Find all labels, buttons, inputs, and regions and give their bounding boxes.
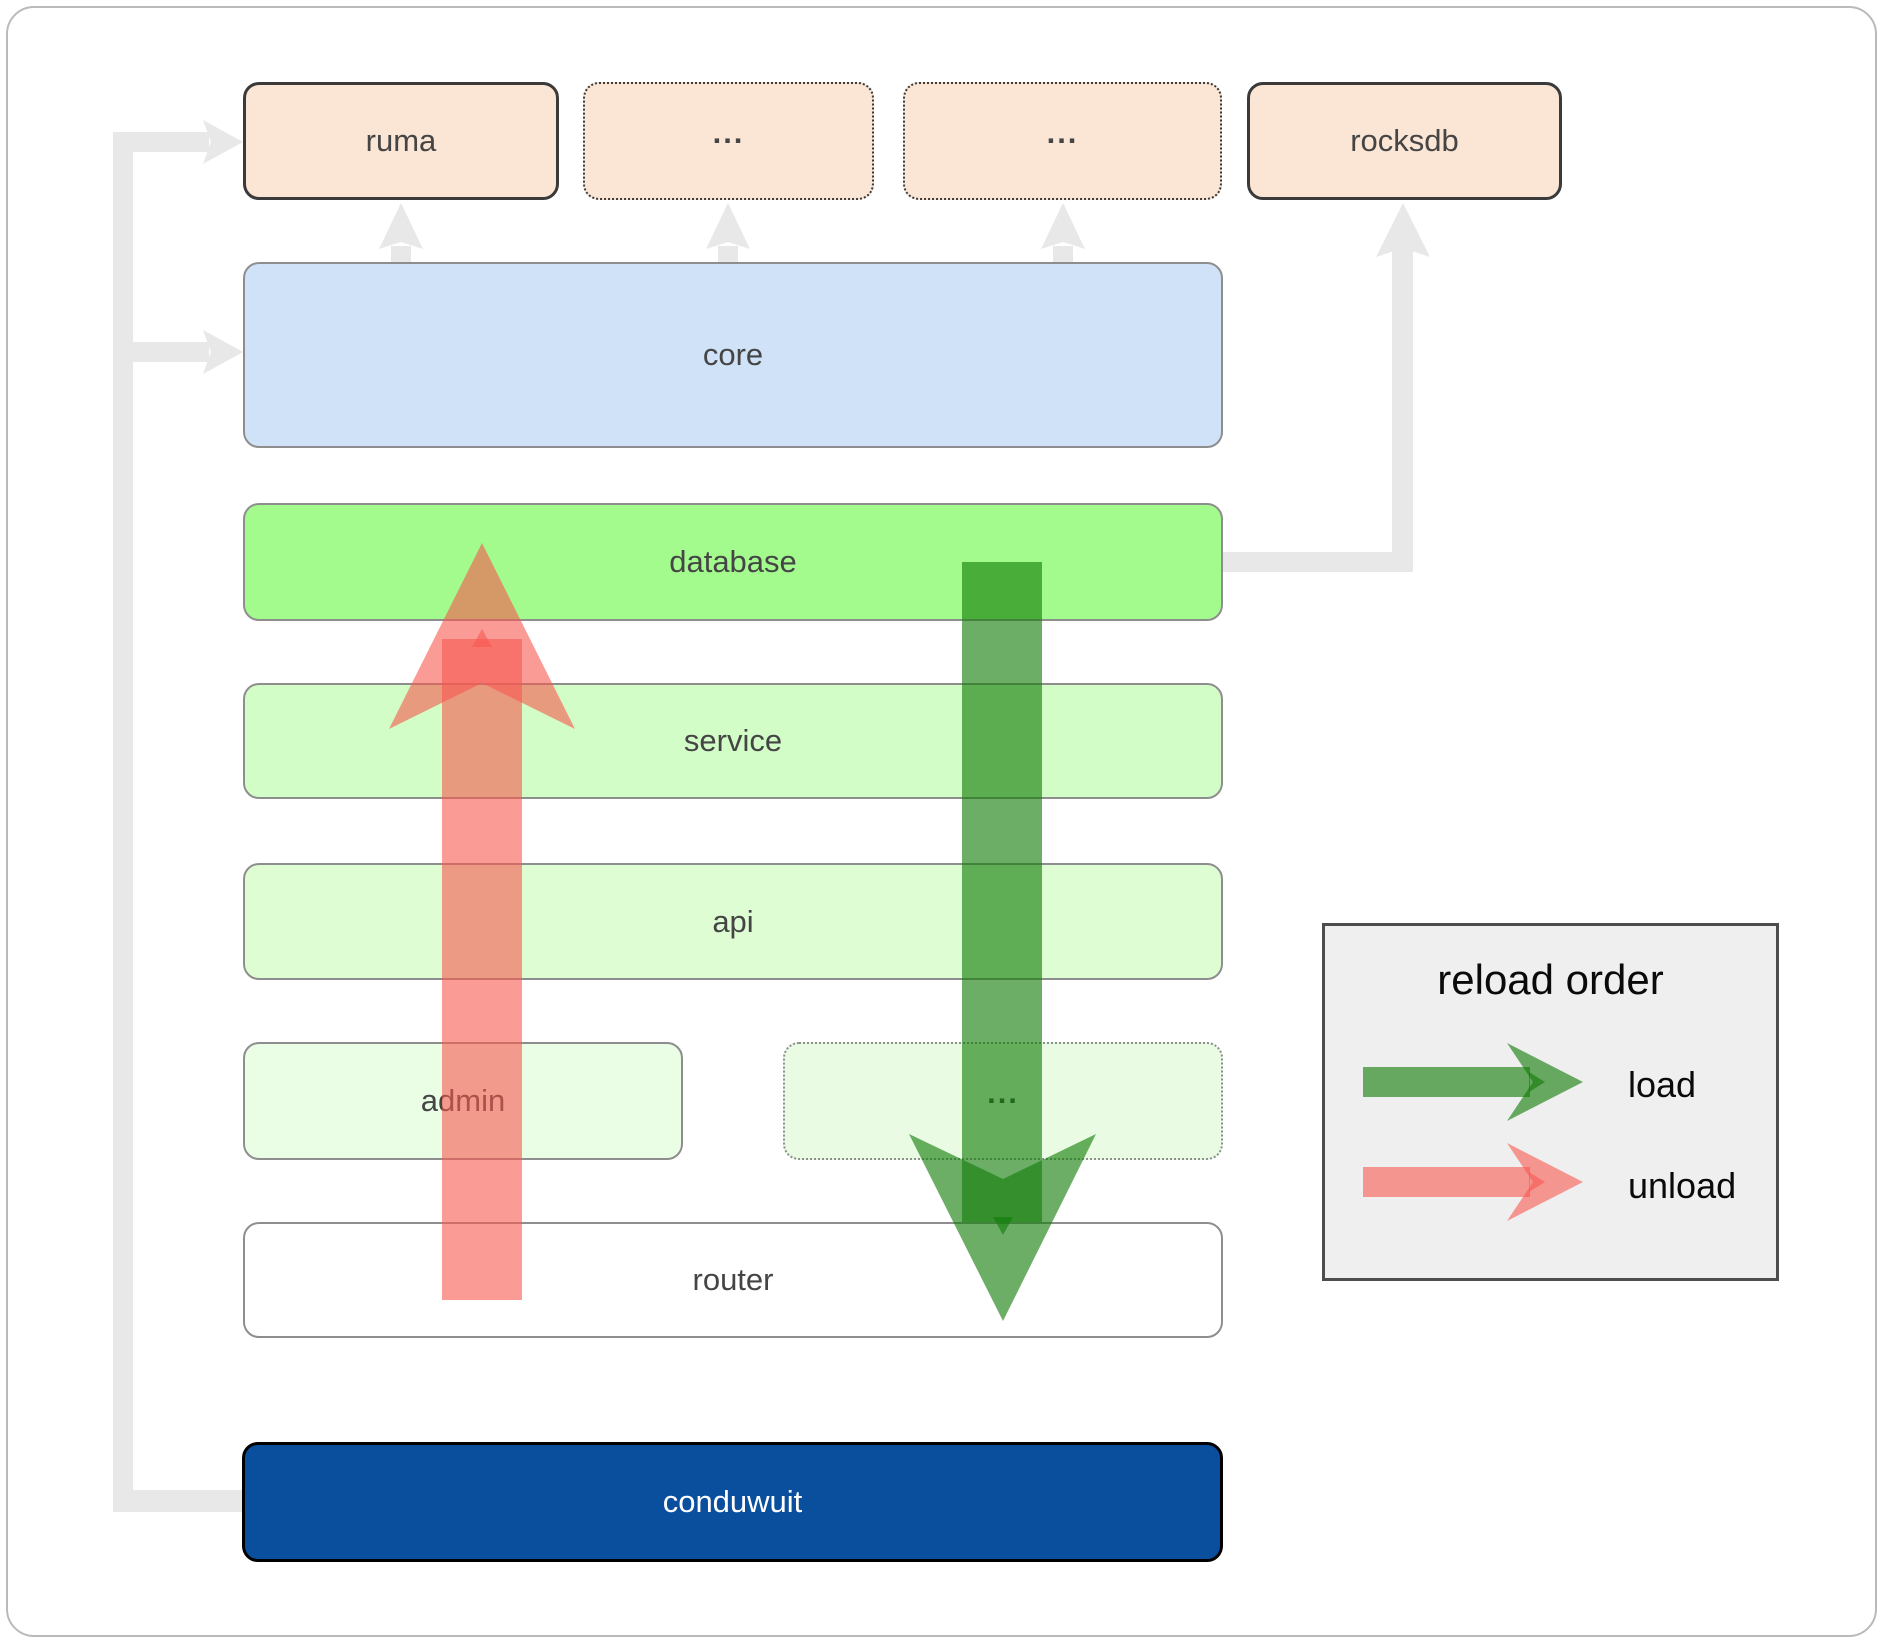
legend-load-label: load: [1628, 1064, 1697, 1105]
box-ellipsis-admin-row: ...: [783, 1042, 1223, 1160]
box-conduwuit: conduwuit: [242, 1442, 1223, 1562]
box-api: api: [243, 863, 1223, 980]
legend-unload-label: unload: [1628, 1165, 1737, 1206]
legend-title: reload order: [1437, 956, 1664, 1003]
box-service: service: [243, 683, 1223, 799]
box-core: core: [243, 262, 1223, 448]
box-service-label: service: [683, 723, 783, 758]
box-core-label: core: [702, 337, 764, 372]
box-ellipsis-top-1-label: ...: [712, 115, 745, 150]
box-router: router: [243, 1222, 1223, 1338]
box-admin-label: admin: [420, 1083, 506, 1118]
box-ruma: ruma: [243, 82, 559, 200]
box-ellipsis-top-2: ...: [903, 82, 1222, 200]
box-admin: admin: [243, 1042, 683, 1160]
box-database: database: [243, 503, 1223, 621]
box-rocksdb: rocksdb: [1247, 82, 1562, 200]
box-ellipsis-top-2-label: ...: [1046, 115, 1079, 150]
box-rocksdb-label: rocksdb: [1350, 123, 1459, 158]
page-border: [6, 6, 1877, 1637]
box-database-label: database: [669, 544, 797, 579]
box-ellipsis-top-1: ...: [583, 82, 874, 200]
box-conduwuit-label: conduwuit: [662, 1484, 803, 1519]
box-router-label: router: [692, 1262, 774, 1297]
legend: reload order load unload: [1322, 923, 1779, 1281]
box-ruma-label: ruma: [365, 123, 437, 158]
box-api-label: api: [712, 903, 754, 939]
box-ellipsis-admin-row-label: ...: [987, 1075, 1019, 1110]
